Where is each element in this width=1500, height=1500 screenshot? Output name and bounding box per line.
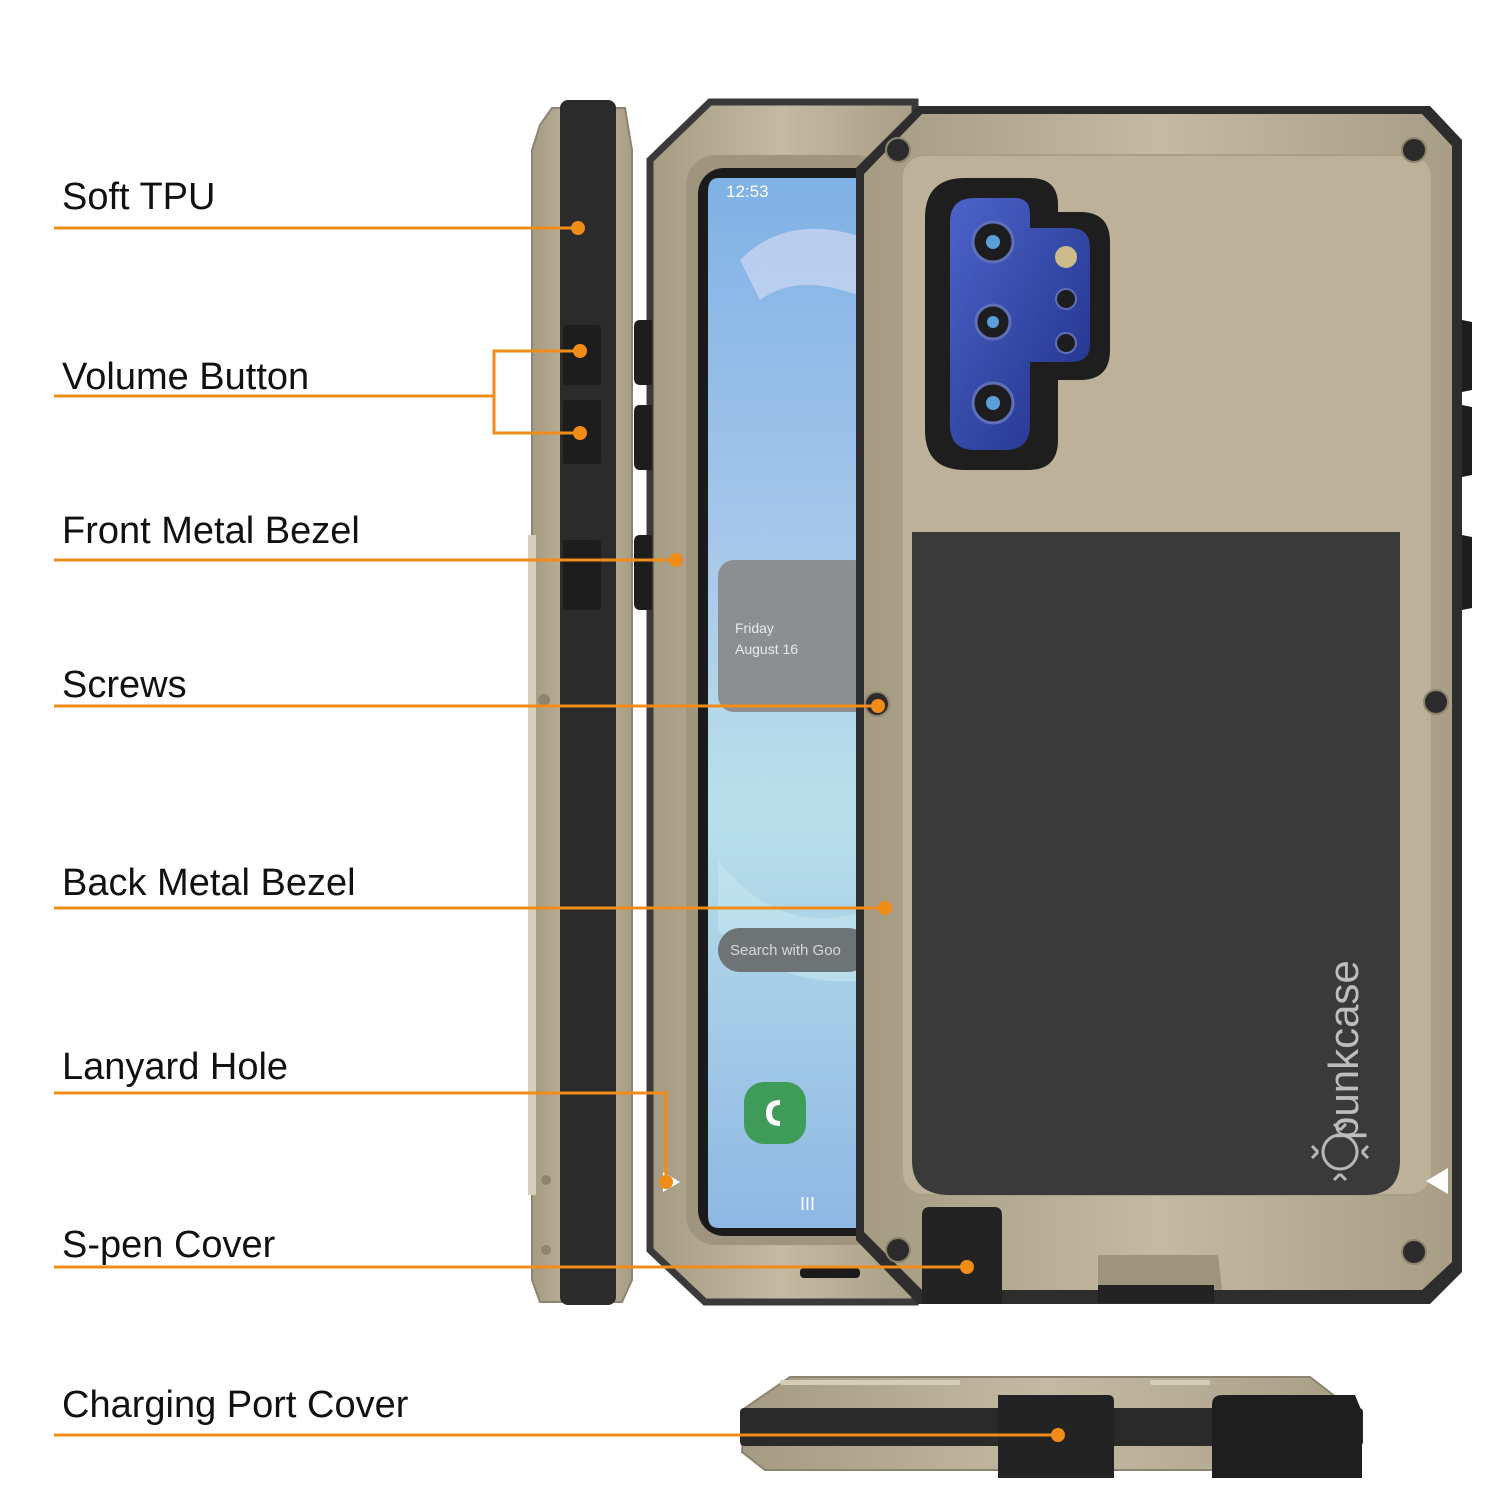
volume-button-bracket	[492, 349, 580, 435]
s-pen-cover-dot	[960, 1260, 974, 1274]
callout-soft-tpu: Soft TPU	[62, 176, 216, 218]
search-bar	[718, 928, 870, 972]
back-plate	[912, 532, 1400, 1195]
callout-back-metal-bezel: Back Metal Bezel	[62, 862, 356, 904]
callout-front-metal-bezel: Front Metal Bezel	[62, 510, 360, 552]
phone-app-icon	[744, 1082, 806, 1144]
charging-port-cover-dot	[1051, 1428, 1065, 1442]
callout-dots	[571, 221, 1065, 1442]
widget-day: Friday	[735, 620, 774, 636]
callout-s-pen-cover: S-pen Cover	[62, 1224, 276, 1266]
screw-top-left	[885, 137, 911, 163]
charging-port-cover-back	[1098, 1285, 1214, 1303]
callout-charging-port-cover: Charging Port Cover	[62, 1384, 409, 1426]
volume-button-dot-lower	[573, 426, 587, 440]
lanyard-hole-dot	[659, 1175, 673, 1189]
s-pen-cover	[922, 1207, 1002, 1304]
callout-lines	[54, 226, 1058, 1437]
lanyard-hole-back	[1426, 1168, 1448, 1194]
volume-button-dot-upper	[573, 344, 587, 358]
screw-bottom-right	[1401, 1239, 1427, 1265]
soft-tpu-strip	[560, 100, 616, 1305]
widget-date: August 16	[735, 641, 798, 657]
screen-clock: 12:53	[726, 182, 769, 201]
screw-mid-right	[1423, 689, 1449, 715]
callout-lanyard-hole: Lanyard Hole	[62, 1046, 289, 1088]
search-placeholder: Search with Goo	[730, 942, 841, 959]
back-view	[856, 106, 1472, 1304]
date-widget	[718, 560, 870, 712]
soft-tpu-dot	[571, 221, 585, 235]
side-view	[528, 100, 633, 1305]
front-metal-bezel-dot	[669, 553, 683, 567]
brand-logo-text: punkcase	[1320, 960, 1367, 1140]
front-view	[634, 98, 919, 1306]
callout-screws: Screws	[62, 664, 187, 706]
screws-dot	[871, 699, 885, 713]
bottom-view	[740, 1376, 1363, 1478]
nav-recent-button: III	[800, 1194, 815, 1214]
back-metal-bezel-dot	[878, 901, 892, 915]
screw-top-right	[1401, 137, 1427, 163]
screw-bottom-left	[885, 1237, 911, 1263]
callout-volume-button: Volume Button	[62, 356, 310, 398]
punkcase-sun-logo-icon	[1310, 1122, 1370, 1182]
lanyard-hole-leader	[54, 1091, 668, 1182]
